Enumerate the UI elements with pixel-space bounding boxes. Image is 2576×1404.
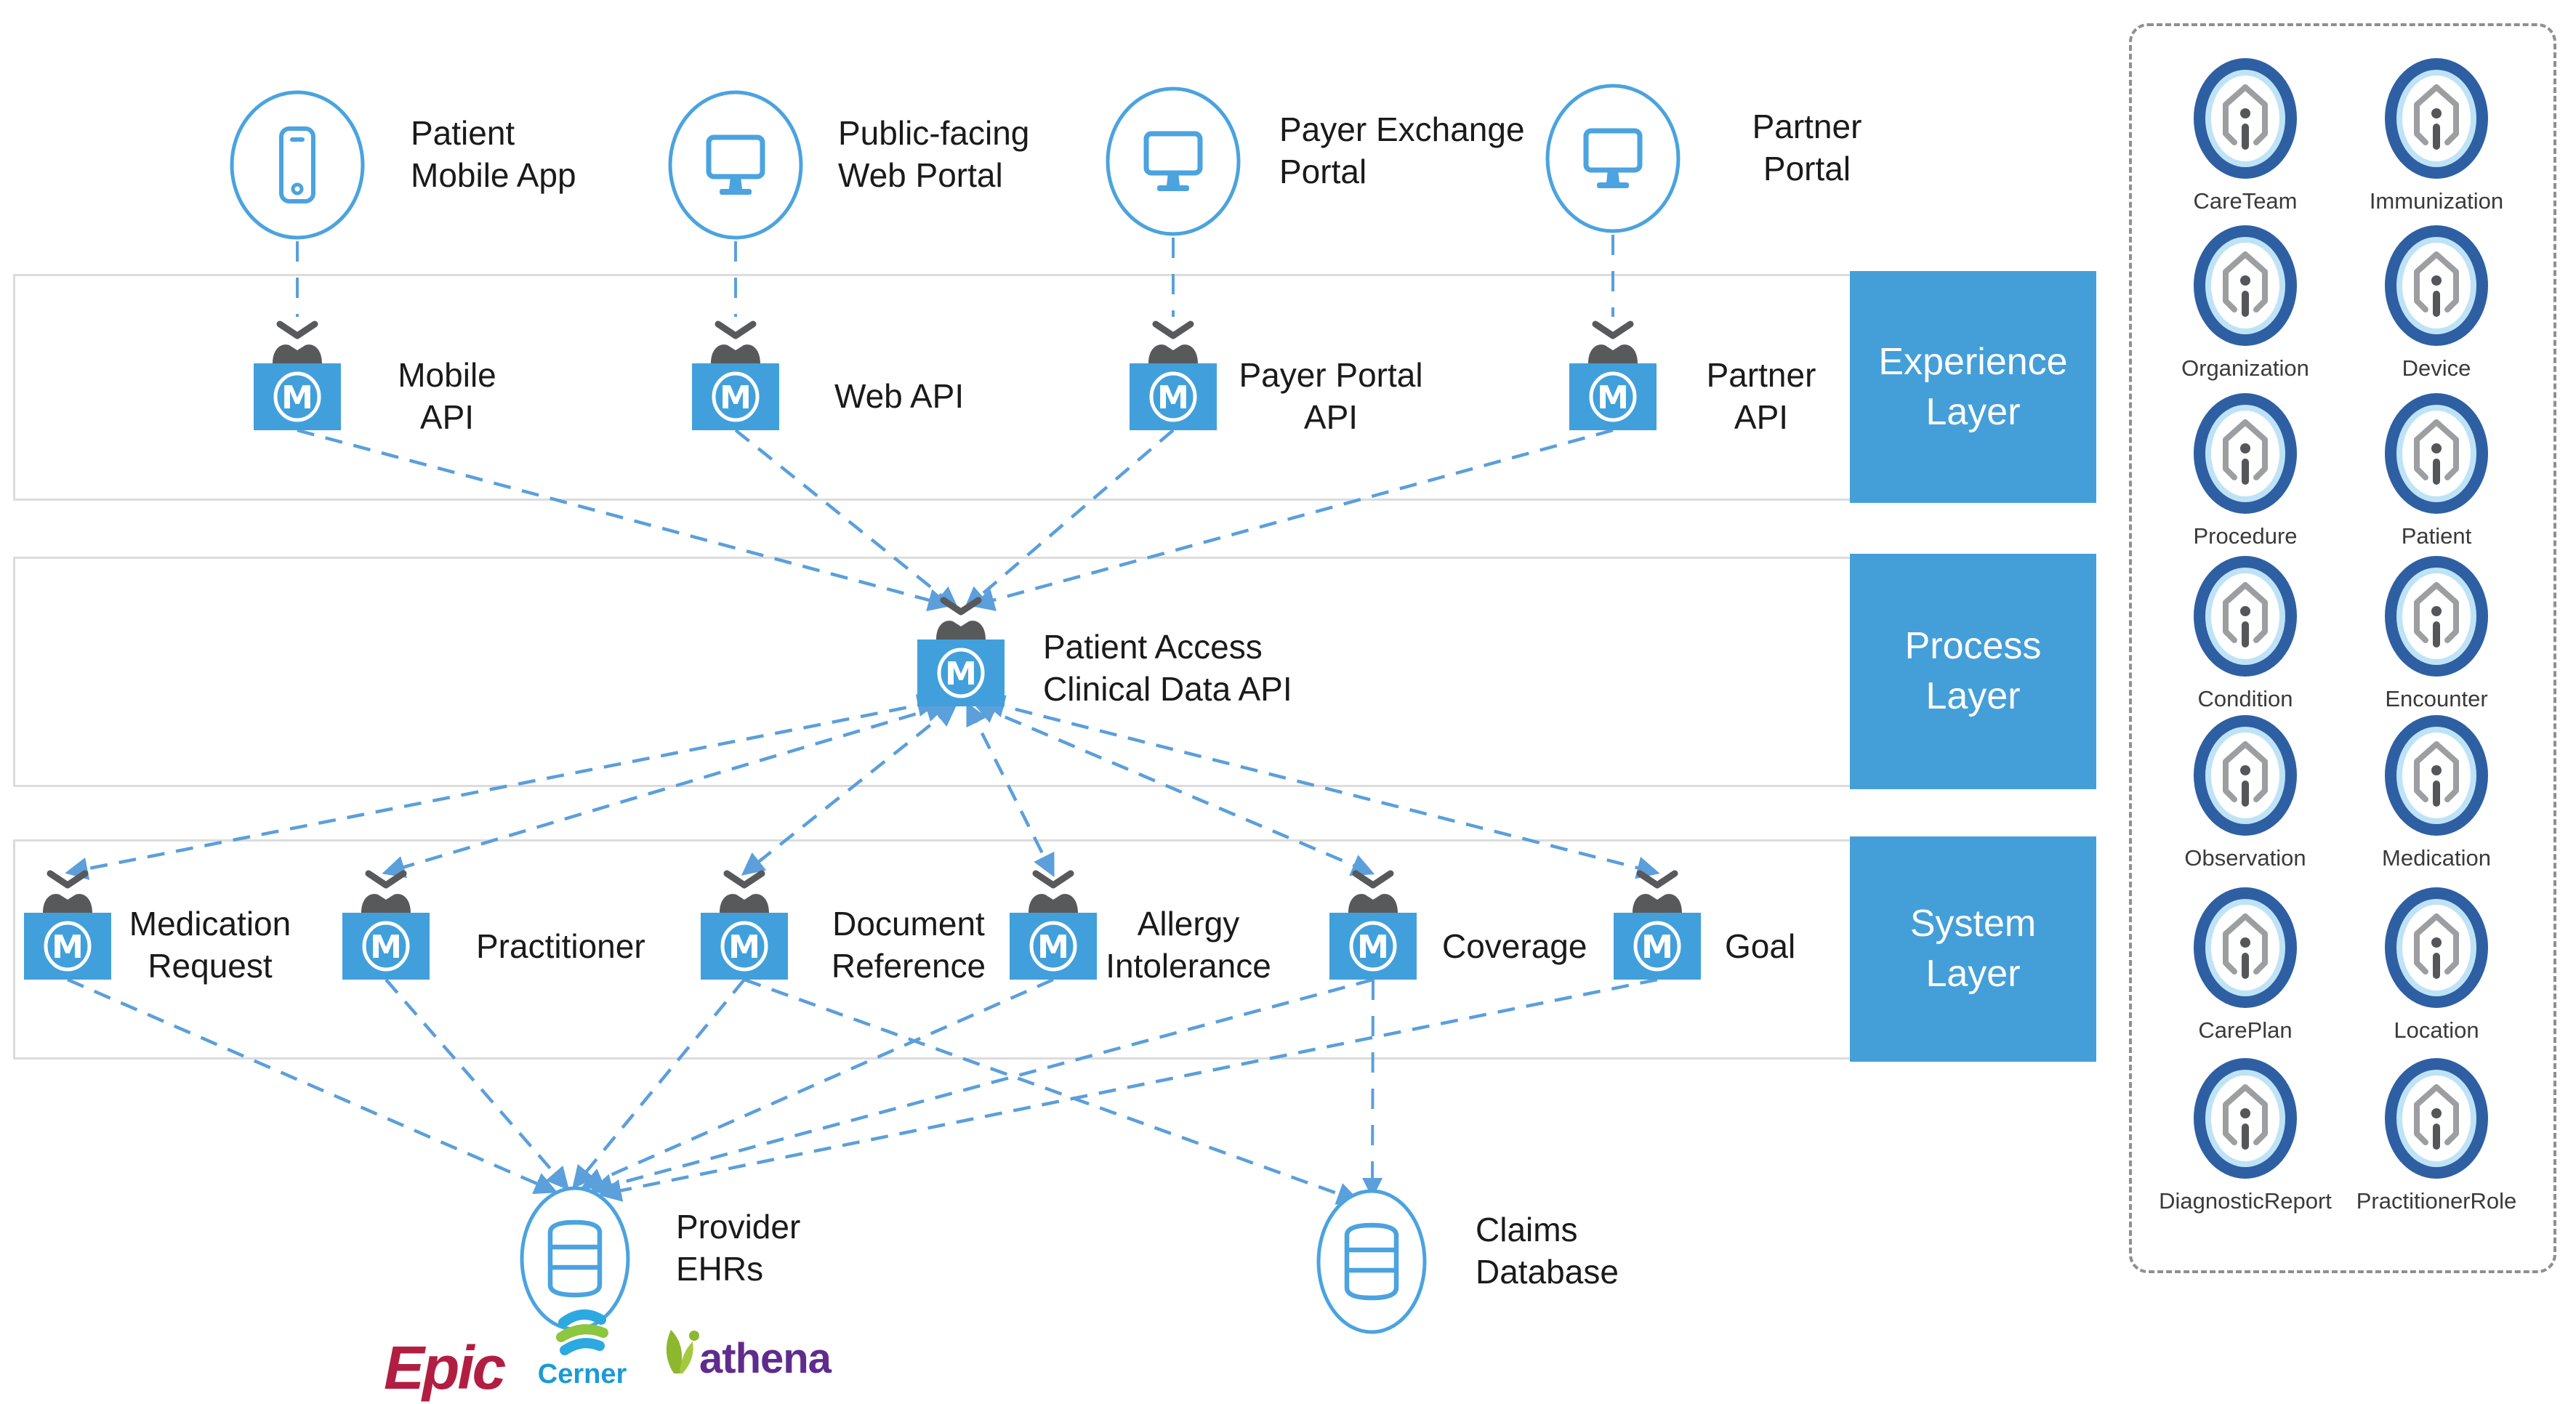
monitor-icon (699, 132, 772, 199)
mulesoft-api-icon (254, 320, 341, 430)
fhir-icon (2383, 1057, 2490, 1180)
epic-logo: Epic (384, 1334, 506, 1402)
database-icon (542, 1218, 608, 1299)
fhir-icon (2192, 392, 2298, 515)
allergy-intolerance-api-node (1010, 869, 1097, 983)
mulesoft-api-icon (692, 320, 779, 430)
medication-request-api-node (24, 869, 111, 983)
fhir-resource-patient: Patient (2320, 392, 2553, 549)
fhir-icon (2192, 224, 2298, 347)
mulesoft-api-icon (1569, 320, 1657, 430)
fhir-resource-panel (2129, 23, 2556, 1273)
fhir-icon (2383, 57, 2490, 180)
fhir-icon (2192, 714, 2298, 837)
fhir-resource-diagnosticreport: DiagnosticReport (2129, 1057, 2362, 1214)
fhir-resource-medication: Medication (2320, 714, 2553, 871)
endpoint-public-web-portal (668, 90, 803, 243)
experience-layer-band (13, 274, 2096, 501)
mulesoft-api-icon (1010, 869, 1097, 980)
fhir-icon (2383, 886, 2490, 1009)
fhir-icon (2192, 554, 2298, 678)
fhir-icon (2383, 224, 2490, 347)
fhir-icon (2383, 392, 2490, 515)
fhir-resource-organization: Organization (2129, 224, 2362, 382)
fhir-resource-careplan: CarePlan (2129, 886, 2362, 1044)
fhir-resource-encounter: Encounter (2320, 554, 2553, 712)
payer-portal-api-node (1130, 320, 1217, 434)
mulesoft-api-icon (342, 869, 430, 980)
web-api-node (692, 320, 779, 434)
fhir-resource-careteam: CareTeam (2129, 57, 2362, 214)
fhir-resource-practitionerrole: PractitionerRole (2320, 1057, 2553, 1214)
endpoint-patient-mobile-app (230, 90, 365, 243)
cerner-logo: Cerner (537, 1359, 627, 1389)
coverage-api-label: Coverage (1442, 927, 1587, 965)
mulesoft-api-icon (917, 596, 1005, 706)
mulesoft-api-icon (1130, 320, 1217, 430)
web-api-label: Web API (834, 377, 965, 415)
phone-icon (275, 125, 320, 206)
athena-logo: athena (699, 1335, 832, 1382)
endpoint-partner-portal (1545, 84, 1681, 237)
fhir-icon (2192, 57, 2298, 180)
mobile-api-node (254, 320, 341, 434)
endpoint-payer-exchange-portal (1106, 86, 1241, 240)
mulesoft-api-icon (1329, 869, 1417, 980)
fhir-resource-condition: Condition (2129, 554, 2362, 712)
fhir-icon (2192, 886, 2298, 1009)
patient-access-api-node (917, 596, 1005, 710)
database-icon (1338, 1221, 1405, 1302)
mulesoft-api-icon (701, 869, 788, 980)
fhir-icon (2192, 1057, 2298, 1180)
goal-api-label: Goal (1725, 927, 1796, 965)
coverage-api-node (1329, 869, 1417, 983)
mulesoft-api-icon (1614, 869, 1701, 980)
cerner-logo-icon (556, 1310, 608, 1355)
goal-api-node (1614, 869, 1701, 983)
document-reference-api-node (701, 869, 788, 983)
fhir-resource-observation: Observation (2129, 714, 2362, 871)
fhir-resource-location: Location (2320, 886, 2553, 1044)
practitioner-api-node (342, 869, 430, 983)
fhir-resource-immunization: Immunization (2320, 57, 2553, 214)
practitioner-api-label: Practitioner (476, 927, 645, 965)
athena-logo-icon (666, 1330, 699, 1373)
mulesoft-api-icon (24, 869, 111, 980)
fhir-resource-device: Device (2320, 224, 2553, 382)
fhir-icon (2383, 554, 2490, 678)
partner-api-node (1569, 320, 1657, 434)
monitor-icon (1137, 129, 1209, 195)
fhir-resource-procedure: Procedure (2129, 392, 2362, 549)
claims-database-node (1316, 1189, 1427, 1338)
monitor-icon (1577, 126, 1649, 193)
fhir-icon (2383, 714, 2490, 837)
